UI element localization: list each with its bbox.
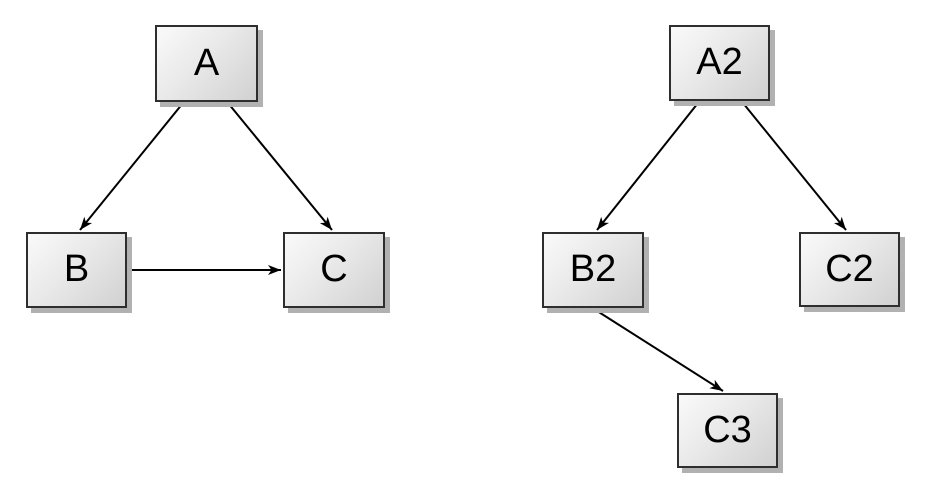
edge-a2-to-c2[interactable] xyxy=(742,102,847,231)
node-c-label: C xyxy=(320,248,348,290)
node-c2-label: C2 xyxy=(825,247,874,290)
node-a-label: A xyxy=(193,41,220,84)
edge-a-to-c[interactable] xyxy=(227,102,333,231)
edge-b2-to-c3[interactable] xyxy=(593,308,724,392)
edge-a2-to-b2[interactable] xyxy=(596,102,699,231)
node-b2-label: B2 xyxy=(569,248,617,290)
edge-a-to-b[interactable] xyxy=(79,102,184,231)
node-a2-label: A2 xyxy=(696,41,743,83)
node-c[interactable]: C xyxy=(283,232,385,308)
node-b2[interactable]: B2 xyxy=(542,232,644,308)
node-c3-label: C3 xyxy=(703,408,752,451)
node-b[interactable]: B xyxy=(26,232,127,308)
node-b-label: B xyxy=(63,248,90,290)
node-a[interactable]: A xyxy=(155,25,258,102)
node-c2[interactable]: C2 xyxy=(799,232,900,307)
node-a2[interactable]: A2 xyxy=(669,25,770,101)
node-c3[interactable]: C3 xyxy=(677,393,778,468)
